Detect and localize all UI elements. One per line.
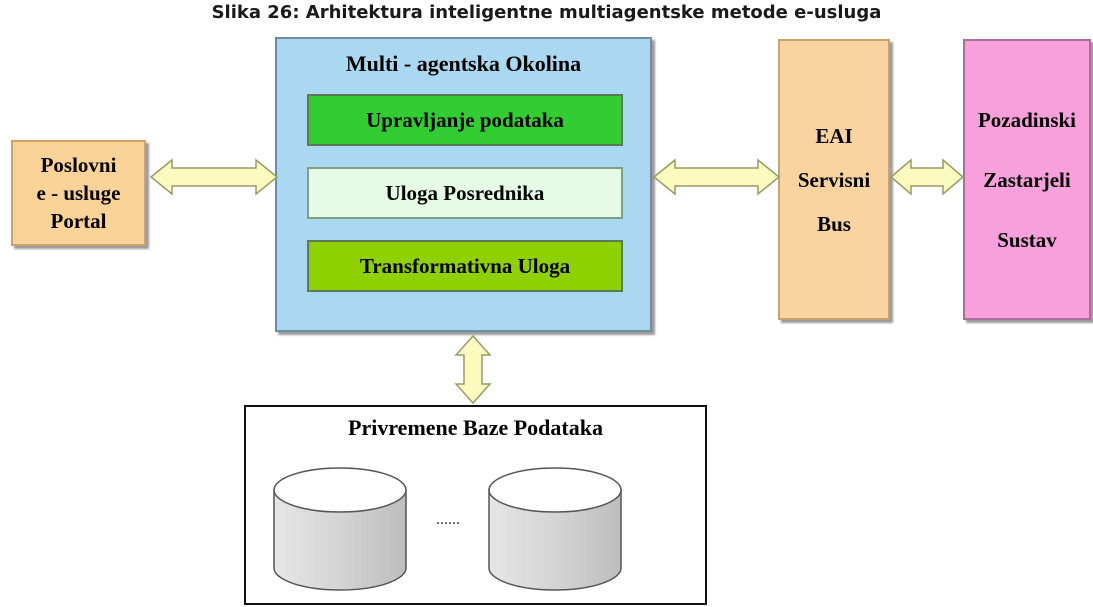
portal-label-line-1: Poslovni <box>40 153 117 177</box>
databases-title: Privremene Baze Podataka <box>348 415 603 440</box>
eai-label-line-1: EAI <box>815 123 853 148</box>
legacy-label-line-2: Zastarjeli <box>983 167 1071 192</box>
eai-label-line-3: Bus <box>817 211 851 236</box>
broker-role-label: Uloga Posrednika <box>385 180 545 205</box>
transformative-role-label: Transformativna Uloga <box>359 253 571 278</box>
multiagent-databases-double-arrow <box>454 334 492 405</box>
broker-role-module: Uloga Posrednika <box>307 167 623 219</box>
database-cylinder-2 <box>488 467 622 591</box>
legacy-label-line-1: Pozadinski <box>977 107 1077 132</box>
legacy-system-box: Pozadinski Zastarjeli Sustav <box>963 39 1091 320</box>
data-management-module: Upravljanje podataka <box>307 94 623 146</box>
database-cylinder-1 <box>273 467 407 591</box>
eai-label-line-2: Servisni <box>797 167 871 192</box>
eai-legacy-double-arrow <box>889 158 965 196</box>
legacy-label-line-3: Sustav <box>997 227 1057 252</box>
portal-label-line-2: e - usluge <box>36 181 121 205</box>
multi-agent-environment-box: Multi - agentska Okolina Upravljanje pod… <box>275 37 652 332</box>
multi-agent-title: Multi - agentska Okolina <box>345 51 582 76</box>
data-management-label: Upravljanje podataka <box>366 107 564 132</box>
transformative-role-module: Transformativna Uloga <box>307 240 623 292</box>
portal-label-line-3: Portal <box>50 209 107 233</box>
portal-multiagent-double-arrow <box>149 158 279 196</box>
databases-ellipsis: ...... <box>436 511 460 528</box>
figure-caption: Slika 26: Arhitektura inteligentne multi… <box>211 2 882 23</box>
business-portal-box: Poslovni e - usluge Portal <box>11 140 146 246</box>
eai-service-bus-box: EAI Servisni Bus <box>778 39 890 320</box>
multiagent-eai-double-arrow <box>652 158 781 196</box>
